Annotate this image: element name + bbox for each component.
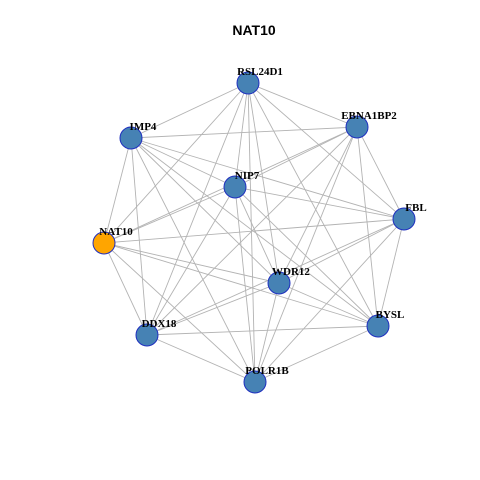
node-circle[interactable] <box>223 175 247 199</box>
edge-fbl-bysl <box>377 218 405 327</box>
edge-nat10-bysl <box>103 242 379 327</box>
edge-imp4-wdr12 <box>130 137 280 284</box>
node-rsl24d1[interactable]: RSL24D1 <box>236 66 283 95</box>
edge-fbl-polr1b <box>254 218 405 383</box>
edge-rsl24d1-imp4 <box>130 82 249 139</box>
edge-imp4-nip7 <box>130 137 236 188</box>
edge-nip7-bysl <box>234 186 379 327</box>
edge-rsl24d1-ebna1bp2 <box>247 82 358 128</box>
edge-wdr12-polr1b <box>254 282 280 383</box>
edge-bysl-ddx18 <box>146 325 379 336</box>
node-nat10[interactable]: NAT10 <box>92 226 133 255</box>
edge-ebna1bp2-fbl <box>356 126 405 220</box>
edge-ebna1bp2-polr1b <box>254 126 358 383</box>
edge-ddx18-polr1b <box>146 334 256 383</box>
edge-wdr12-ddx18 <box>146 282 280 336</box>
node-label: RSL24D1 <box>237 66 283 78</box>
node-fbl[interactable]: FBL <box>392 202 427 231</box>
edge-rsl24d1-ddx18 <box>146 82 249 336</box>
edge-nat10-wdr12 <box>103 242 280 284</box>
edge-nip7-wdr12 <box>234 186 280 284</box>
node-ddx18[interactable]: DDX18 <box>135 318 177 347</box>
edge-ebna1bp2-bysl <box>356 126 379 327</box>
node-wdr12[interactable]: WDR12 <box>267 266 310 295</box>
edge-imp4-fbl <box>130 137 405 220</box>
edge-fbl-wdr12 <box>278 218 405 284</box>
node-label: IMP4 <box>130 121 157 133</box>
edge-wdr12-bysl <box>278 282 379 327</box>
edge-imp4-nat10 <box>103 137 132 244</box>
node-label: NIP7 <box>235 170 260 182</box>
edge-rsl24d1-bysl <box>247 82 379 327</box>
edge-nat10-polr1b <box>103 242 256 383</box>
node-circle[interactable] <box>267 271 291 295</box>
node-label: EBNA1BP2 <box>341 110 397 122</box>
node-label: BYSL <box>376 309 405 321</box>
node-circle[interactable] <box>366 314 390 338</box>
edge-ebna1bp2-nip7 <box>234 126 358 188</box>
edge-imp4-ddx18 <box>130 137 148 336</box>
graph-title: NAT10 <box>232 22 276 38</box>
node-imp4[interactable]: IMP4 <box>119 121 157 150</box>
node-label: NAT10 <box>99 226 133 238</box>
node-label: POLR1B <box>245 365 289 377</box>
node-label: FBL <box>405 202 426 214</box>
edge-ebna1bp2-wdr12 <box>278 126 358 284</box>
edge-fbl-nat10 <box>103 218 405 244</box>
node-circle[interactable] <box>236 71 260 95</box>
edge-nip7-fbl <box>234 186 405 220</box>
node-circle[interactable] <box>119 126 143 150</box>
edge-imp4-bysl <box>130 137 379 327</box>
node-bysl[interactable]: BYSL <box>366 309 405 338</box>
node-polr1b[interactable]: POLR1B <box>243 365 289 394</box>
edge-nat10-ddx18 <box>103 242 148 336</box>
edge-rsl24d1-fbl <box>247 82 405 220</box>
edge-rsl24d1-polr1b <box>247 82 256 383</box>
edge-imp4-polr1b <box>130 137 256 383</box>
node-circle[interactable] <box>392 207 416 231</box>
edge-rsl24d1-nat10 <box>103 82 249 244</box>
node-circle[interactable] <box>135 323 159 347</box>
edge-nip7-nat10 <box>103 186 236 244</box>
node-circle[interactable] <box>243 370 267 394</box>
node-circle[interactable] <box>345 115 369 139</box>
node-ebna1bp2[interactable]: EBNA1BP2 <box>341 110 397 139</box>
node-circle[interactable] <box>92 231 116 255</box>
node-nip7[interactable]: NIP7 <box>223 170 260 199</box>
edge-rsl24d1-wdr12 <box>247 82 280 284</box>
edge-bysl-polr1b <box>254 325 379 383</box>
node-label: DDX18 <box>142 318 177 330</box>
edge-nip7-ddx18 <box>146 186 236 336</box>
edge-ebna1bp2-imp4 <box>130 126 358 139</box>
node-label: WDR12 <box>272 266 310 278</box>
edge-nip7-polr1b <box>234 186 256 383</box>
